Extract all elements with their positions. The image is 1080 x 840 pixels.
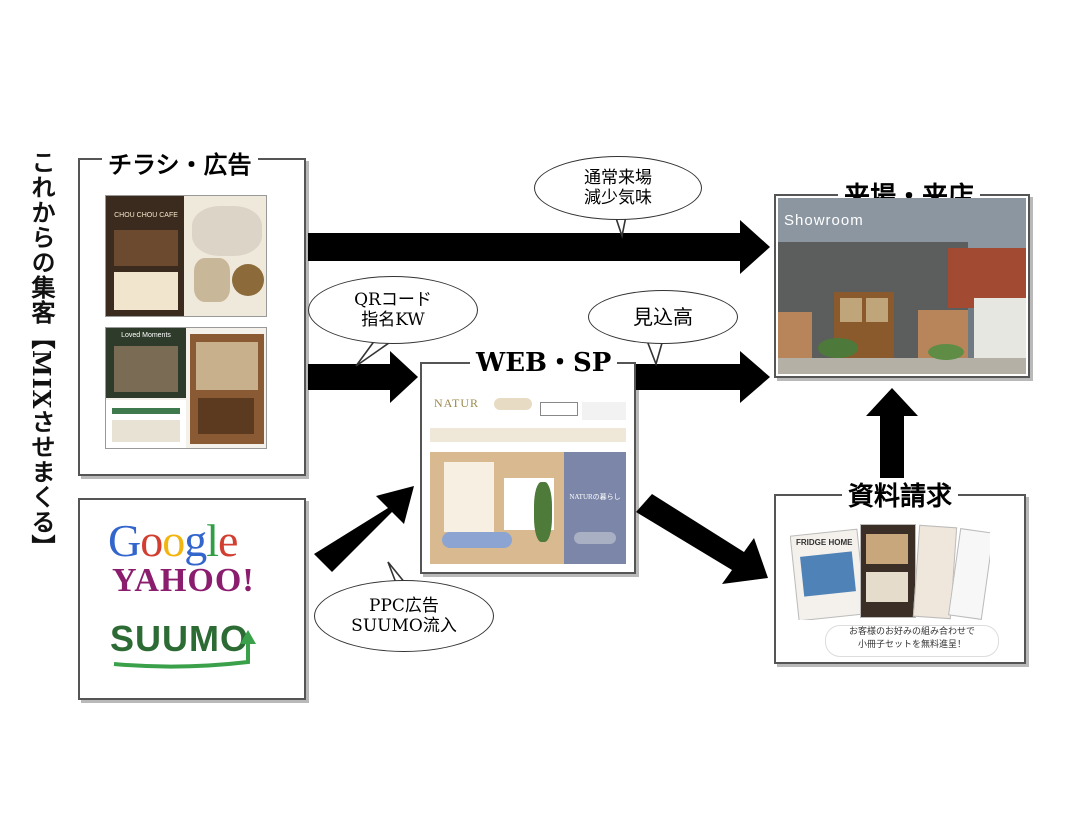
brochure-heading: FRIDGE HOME <box>796 538 853 547</box>
bubble-prospects: 見込高 <box>588 290 738 344</box>
suumo-logo: SUUMO <box>110 618 249 660</box>
arrow-web-to-request <box>636 494 768 584</box>
bubble-prospects-text: 見込高 <box>633 305 693 329</box>
arrow-search-to-web <box>314 486 414 572</box>
website-screenshot: NATUR NATURの暮らし <box>424 382 632 572</box>
brochure-image: FRIDGE HOME <box>790 520 990 620</box>
showroom-sign: Showroom <box>784 212 864 229</box>
flyer-image-1: CHOU CHOU CAFE <box>105 195 267 317</box>
bubble-ppc: PPC広告 SUUMO流入 <box>314 580 494 652</box>
search-box <box>78 498 306 700</box>
showroom-photo: Showroom <box>778 198 1026 374</box>
google-logo: Google <box>108 515 238 566</box>
site-logo: NATUR <box>434 396 480 410</box>
brochure-caption: お客様のお好みの組み合わせで 小冊子セットを無料進呈！ <box>826 626 998 656</box>
flyer-image-2: Loved Moments <box>105 327 267 449</box>
suumo-text: SUUMO <box>110 618 249 659</box>
bubble-ppc-text: PPC広告 SUUMO流入 <box>351 595 457 636</box>
yahoo-logo: YAHOO! <box>112 562 255 599</box>
bubble-qr-code: QRコード 指名KW <box>308 276 478 344</box>
bubble-normal-visit-text: 通常来場 減少気味 <box>584 167 652 208</box>
suumo-arrow-icon <box>113 630 256 669</box>
flyer-1-heading: CHOU CHOU CAFE <box>114 212 178 219</box>
flyers-title: チラシ・広告 <box>102 145 258 180</box>
hero-caption: NATURの暮らし <box>569 493 621 501</box>
web-title: WEB・SP <box>470 342 618 379</box>
arrow-flyers-to-web <box>308 351 418 403</box>
request-title: 資料請求 <box>842 476 959 513</box>
arrow-request-to-visit <box>866 388 918 478</box>
flyer-2-heading: Loved Moments <box>121 332 171 339</box>
side-label: これからの集客【MIXさせまくる】 <box>27 150 56 560</box>
arrow-flyers-to-visit <box>308 220 770 274</box>
arrow-web-to-visit <box>636 351 770 403</box>
bubble-normal-visit: 通常来場 減少気味 <box>534 156 702 220</box>
bubble-qr-code-text: QRコード 指名KW <box>354 289 432 330</box>
